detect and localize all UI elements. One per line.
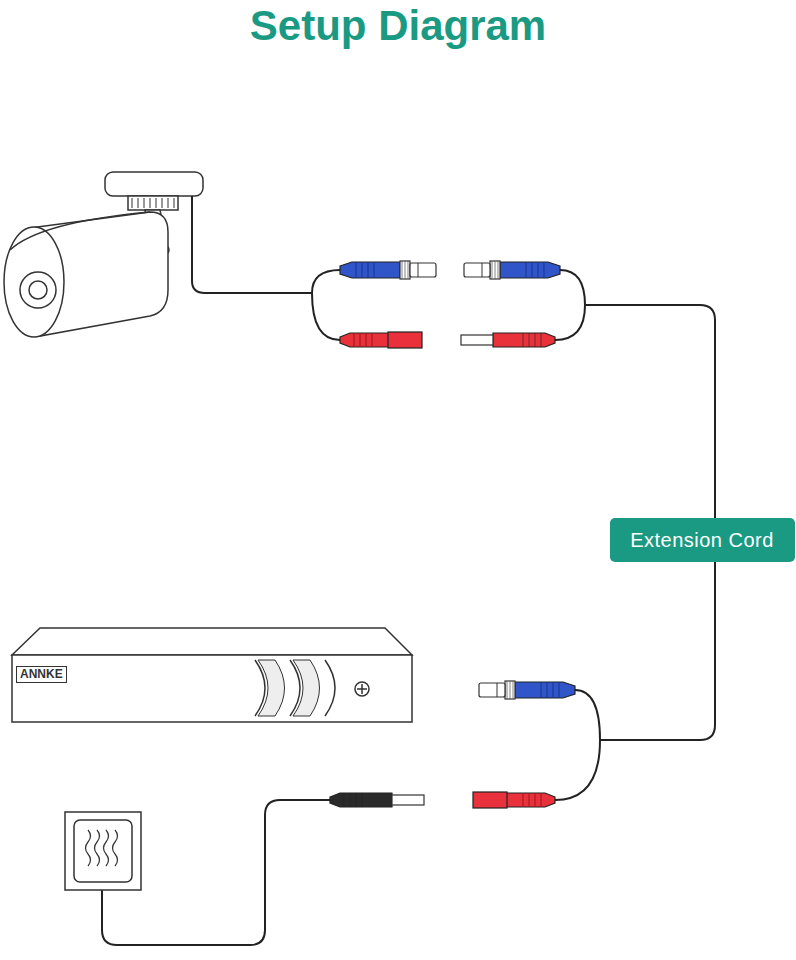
- dvr-bezel: [255, 660, 335, 716]
- camera-lens-inner: [29, 281, 47, 299]
- cord-split-top: [555, 270, 585, 340]
- bnc-connector: [340, 261, 436, 279]
- node-text: Extension Cord: [630, 529, 774, 552]
- adapter-body: [74, 820, 132, 882]
- bnc-connector: [479, 681, 575, 699]
- dvr-bezel-fill: [258, 660, 320, 716]
- camera-split: [312, 270, 340, 340]
- power-plug: [330, 793, 424, 807]
- dvr-recorder: [12, 628, 412, 722]
- dc-female-connector: [340, 332, 422, 348]
- adapter-vents: [86, 830, 118, 866]
- camera-mount: [105, 172, 203, 196]
- diagram-title: Setup Diagram: [0, 2, 796, 50]
- brand-logo: ANNKE: [16, 666, 67, 683]
- dvr-front: [12, 655, 412, 722]
- camera-mount-ring: [128, 196, 178, 210]
- bnc-connector: [464, 261, 560, 279]
- label-box: Extension Cord: [610, 518, 795, 562]
- camera-front: [4, 227, 64, 337]
- camera-hood: [10, 212, 150, 250]
- dc-male-connector: [461, 333, 555, 347]
- camera-lens: [20, 272, 56, 308]
- dc-female-connector: [473, 792, 555, 808]
- dvr-button: [355, 682, 369, 696]
- dvr-button-mark: [357, 684, 367, 694]
- mount-knurling: [132, 198, 174, 208]
- cord-split-bottom: [555, 690, 600, 800]
- camera-wire: [192, 196, 312, 293]
- dvr-top: [12, 628, 412, 655]
- wires: [102, 196, 715, 945]
- power-adapter: [65, 812, 141, 890]
- bullet-camera: [4, 172, 203, 337]
- adapter-plate: [65, 812, 141, 890]
